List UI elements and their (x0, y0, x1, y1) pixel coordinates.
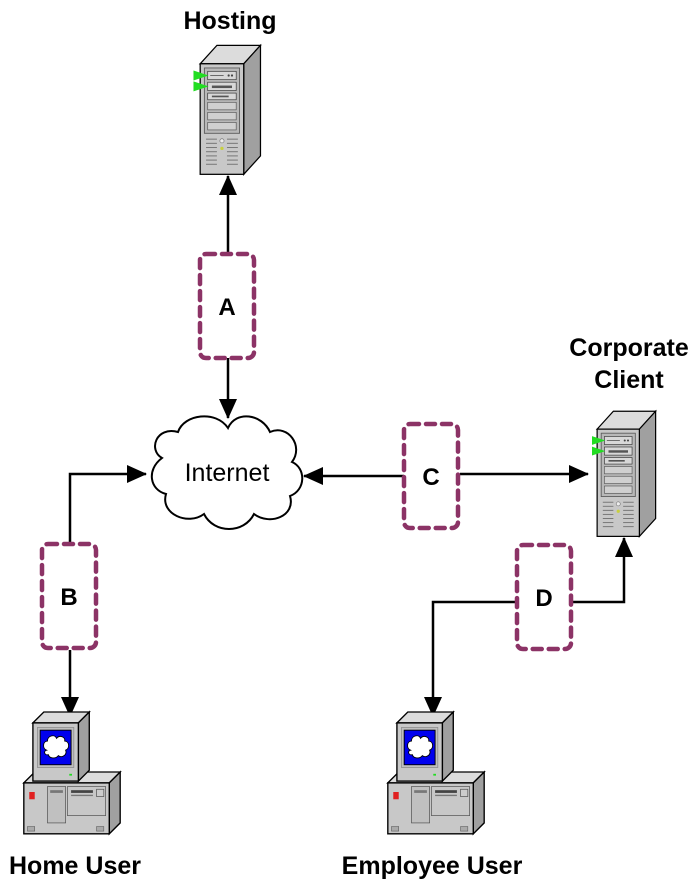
zone-a[interactable]: A (197, 251, 257, 361)
zone-a-label: A (218, 294, 235, 321)
employee-user-label: Employee User (342, 852, 523, 880)
cloud-icon (151, 415, 304, 530)
zone-a-box (197, 251, 257, 361)
zone-b-box (39, 541, 99, 651)
connector-d-to-employee-user (424, 600, 517, 717)
home-user-label: Home User (9, 852, 141, 880)
desktop-computer-icon (387, 711, 485, 835)
zone-d[interactable]: D (514, 542, 574, 652)
corporate-client-label-line1: Corporate (569, 334, 689, 362)
zone-c[interactable]: C (401, 421, 461, 531)
internet-node[interactable]: Internet (151, 415, 304, 530)
corporate-client-label-line2: Client (594, 366, 664, 394)
server-tower-icon (592, 410, 657, 538)
zone-b-label: B (60, 584, 77, 611)
zone-d-box (514, 542, 574, 652)
desktop-computer-icon (23, 711, 121, 835)
server-tower-icon (192, 44, 262, 176)
employee-user-node[interactable]: Employee User (342, 711, 523, 880)
home-user-node[interactable]: Home User (9, 711, 141, 880)
zone-d-label: D (535, 585, 552, 612)
connector-b-to-internet (68, 465, 147, 543)
zone-c-box (401, 421, 461, 531)
corporate-client-node[interactable]: Corporate Client (569, 334, 689, 538)
hosting-node[interactable]: Hosting (183, 7, 277, 176)
hosting-label: Hosting (183, 7, 276, 35)
internet-label: Internet (185, 459, 270, 487)
connector-d-to-corporate-client (572, 537, 633, 604)
zone-c-label: C (422, 464, 439, 491)
zone-b[interactable]: B (39, 541, 99, 651)
